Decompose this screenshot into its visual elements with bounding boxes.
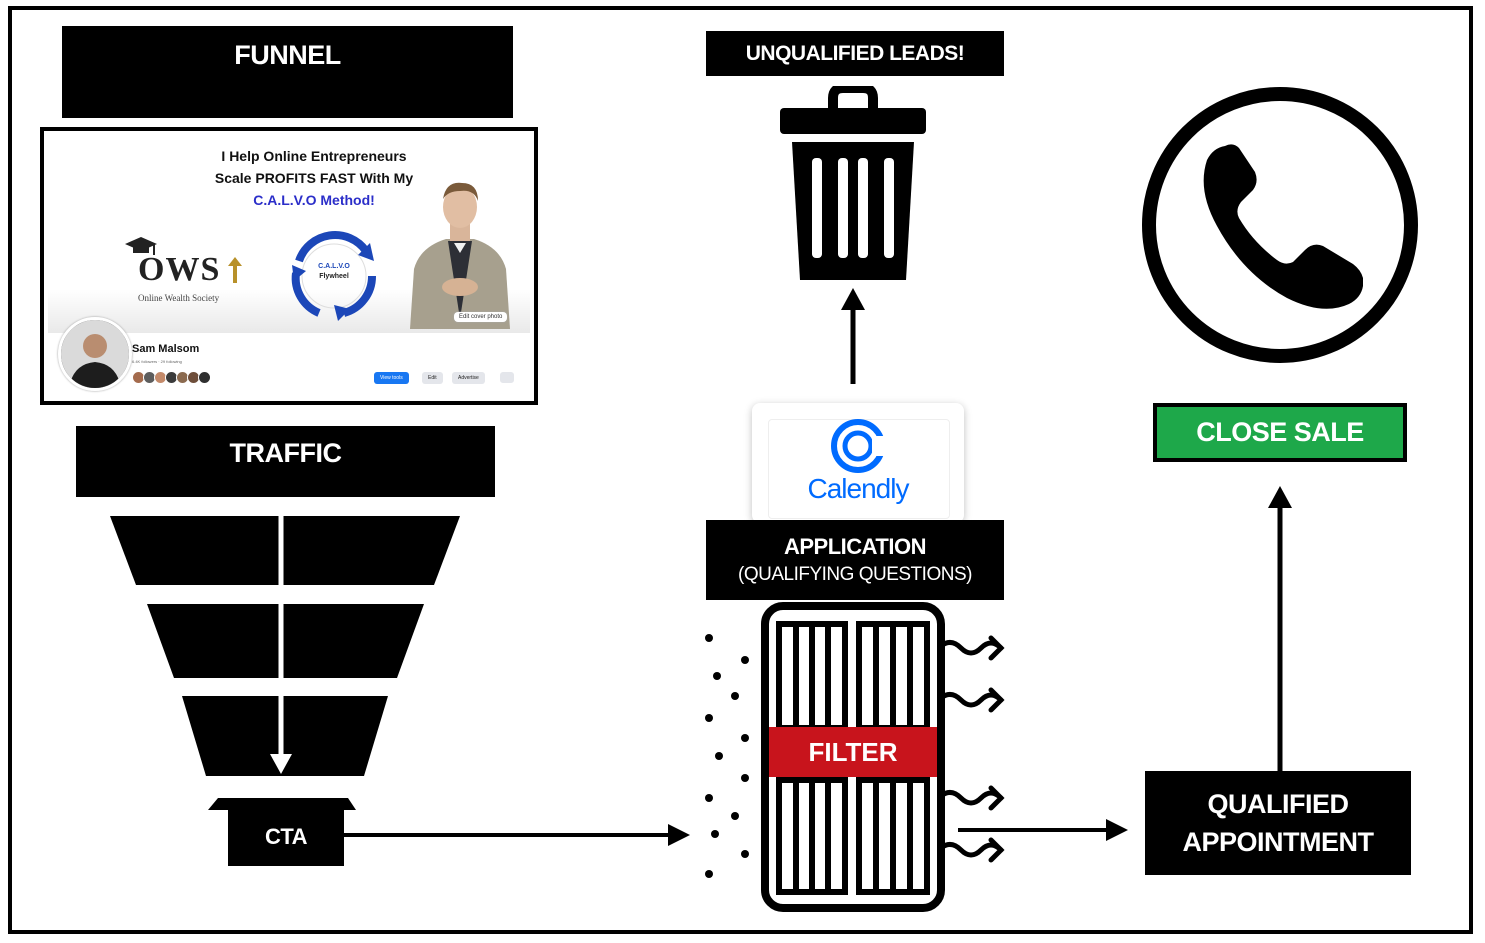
close-sale-inner: CLOSE SALE [1157,407,1403,458]
headline-line-1: I Help Online Entrepreneurs [221,148,407,164]
flywheel-label-2: Flywheel [319,273,349,280]
cta-label: CTA [264,824,308,849]
headline-line-2: Scale PROFITS FAST With My [214,170,414,186]
calendly-logo-icon [831,419,886,473]
close-sale-badge: CLOSE SALE [1153,403,1407,462]
graduation-cap-icon [125,237,157,255]
profile-name: Sam Malsom [132,343,200,355]
filter-icon [705,602,1005,912]
cta-box: CTA [228,808,344,866]
arrow-up-to-close-sale [1268,486,1292,772]
unqualified-label: UNQUALIFIED LEADS! [706,31,1004,76]
funnel-title: FUNNEL [62,26,513,118]
advertise-label: Advertise [458,375,479,381]
calendly-card: Calendly [752,403,964,523]
flywheel-label-1: C.A.L.V.O [318,263,350,270]
arrow-cta-to-filter [340,824,690,846]
presenter-photo [410,182,510,329]
filter-label: FILTER [769,727,937,777]
diagram-frame [8,6,1473,934]
gold-arrow-icon [228,257,242,283]
view-tools-button[interactable]: View tools [374,372,409,384]
profile-stats: 6.4K followers · 29 following [132,359,182,364]
filter-label-text: FILTER [808,736,898,767]
avatar-person-icon [61,320,129,388]
application-label: APPLICATION (QUALIFYING QUESTIONS) [706,520,1004,600]
funnel-title-text: FUNNEL [234,40,341,70]
application-subtitle: (QUALIFYING QUESTIONS) [738,564,972,585]
ows-subtitle: Online Wealth Society [138,293,220,303]
qualified-appointment-box: QUALIFIED APPOINTMENT [1145,771,1411,875]
advertise-button[interactable]: Advertise [452,372,485,384]
more-button[interactable] [500,372,514,383]
arrow-up-to-trash [841,288,865,384]
flywheel-label: C.A.L.V.O Flywheel [310,262,358,282]
ows-mark: OWS [138,251,221,288]
unqualified-label-text: UNQUALIFIED LEADS! [745,41,965,65]
headline-line-3: C.A.L.V.O Method! [253,192,375,208]
flywheel-icon [291,231,377,321]
cover-headline: I Help Online Entrepreneurs Scale PROFIT… [174,145,454,211]
qualified-line-2: APPOINTMENT [1182,827,1374,857]
funnel-icon [110,510,460,810]
traffic-label-text: TRAFFIC [229,438,342,468]
arrow-filter-to-qualified [958,819,1128,841]
calendly-wordmark: Calendly [807,473,910,504]
profile-card: I Help Online Entrepreneurs Scale PROFIT… [40,127,538,405]
edit-label: Edit [428,375,437,381]
view-tools-label: View tools [380,375,403,381]
close-sale-label: CLOSE SALE [1196,417,1364,447]
qualified-line-1: QUALIFIED [1207,789,1350,819]
avatar [58,317,132,391]
friend-avatars [132,371,211,384]
edit-cover-label: Edit cover photo [459,314,503,320]
edit-button[interactable]: Edit [422,372,443,384]
application-title: APPLICATION [784,534,926,559]
edit-cover-button[interactable]: Edit cover photo [454,312,508,322]
trash-icon [780,86,926,280]
traffic-label: TRAFFIC [76,426,495,497]
phone-icon [1142,87,1418,363]
